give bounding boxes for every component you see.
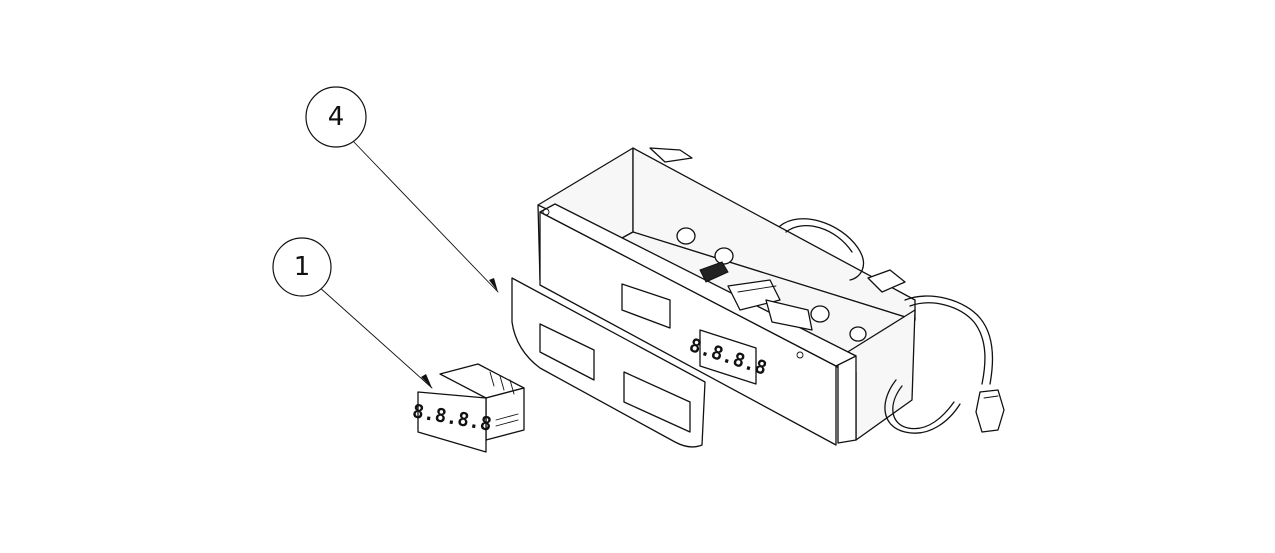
internal-components [676, 227, 867, 342]
mounting-hole-right [796, 351, 804, 359]
cable-plug-connector [975, 389, 1005, 433]
mounting-tab-right [867, 269, 906, 293]
callout-number-4: 4 [328, 102, 345, 132]
mounting-hole-left [542, 208, 550, 216]
front-panel [511, 277, 706, 448]
module-fin-1 [489, 371, 495, 387]
front-panel-window-right [623, 371, 691, 433]
callout-number-1: 1 [294, 252, 311, 282]
callout-4: 4 [305, 86, 499, 293]
housing-display-bezel [699, 329, 757, 385]
cable-clip-1 [676, 227, 696, 245]
mounting-tab-top [649, 147, 693, 163]
cable-run-right [904, 295, 994, 385]
cable-loop-upper [779, 218, 865, 281]
cable-clip-4 [849, 326, 867, 342]
module-front-bezel [417, 391, 487, 453]
housing-window-left [621, 283, 671, 329]
callout-circle-4 [305, 86, 367, 148]
leader-arrowhead-4 [489, 278, 498, 292]
leader-arrowhead-1 [421, 374, 432, 388]
cable-loop-upper-inner [785, 224, 853, 253]
callout-circle-1 [272, 237, 332, 297]
housing-box: 8.8.8.8 [537, 147, 916, 446]
connector-block-1 [699, 261, 729, 283]
terminal-block-2 [765, 299, 813, 331]
cable-harness [779, 218, 1005, 434]
cable-clip-2 [714, 247, 734, 265]
callout-1: 1 [272, 237, 433, 389]
terminal-detail-line [737, 285, 777, 293]
front-panel-window-left [539, 323, 595, 381]
leader-line-1 [317, 285, 433, 389]
housing-top-lip [539, 203, 857, 367]
module-slot-1 [495, 413, 519, 421]
module-fin-2 [499, 375, 505, 391]
plug-detail [983, 395, 999, 399]
module-slot-2 [495, 419, 519, 427]
cable-loop-lower-inner [892, 385, 955, 430]
leader-line-4 [351, 139, 499, 293]
module-fin-3 [509, 379, 515, 395]
display-module: 8.8.8.8 [411, 363, 525, 453]
cable-clip-3 [810, 305, 830, 323]
cable-run-right-inner [909, 302, 986, 385]
cable-loop-lower [884, 379, 961, 434]
